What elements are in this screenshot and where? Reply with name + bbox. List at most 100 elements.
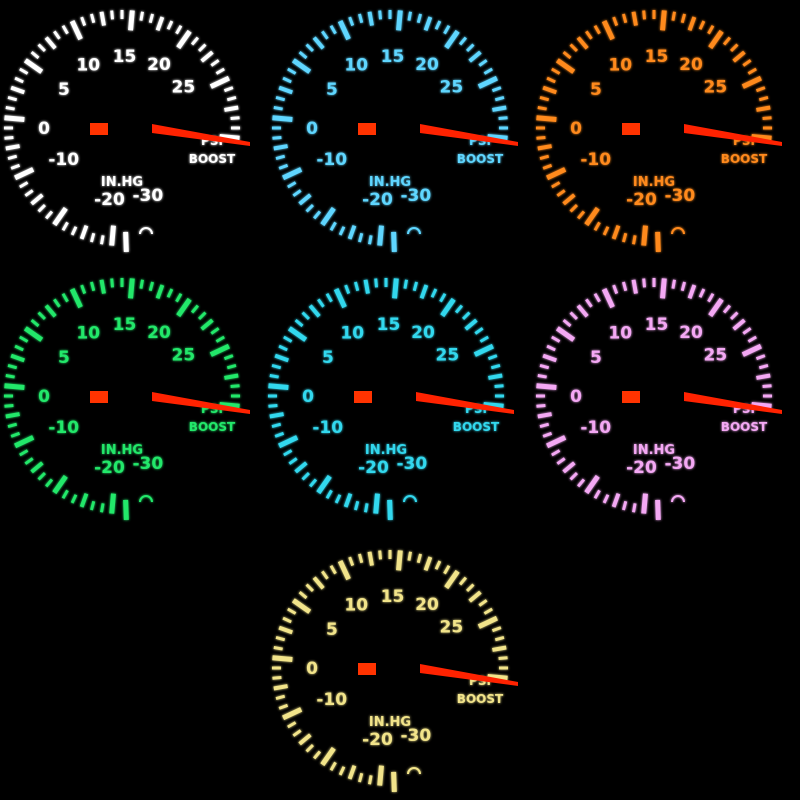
scale-label: 20 — [415, 55, 439, 75]
minor-tick — [7, 154, 18, 160]
scale-label: 25 — [440, 618, 464, 638]
scale-label: 5 — [590, 348, 602, 368]
major-tick — [4, 383, 25, 390]
major-tick — [176, 297, 192, 318]
minor-tick — [90, 13, 96, 24]
minor-tick — [537, 106, 547, 111]
minor-tick — [139, 279, 144, 289]
minor-tick — [313, 210, 322, 220]
major-tick — [708, 297, 724, 318]
major-tick — [660, 278, 667, 299]
minor-tick — [273, 646, 283, 651]
minor-tick — [468, 50, 482, 63]
major-tick — [377, 765, 384, 786]
major-tick — [477, 75, 499, 89]
scale-label: -20 — [362, 730, 393, 750]
minor-tick — [612, 284, 619, 295]
major-tick — [641, 225, 648, 246]
minor-tick — [622, 232, 628, 243]
minor-tick — [70, 494, 78, 504]
major-tick — [337, 559, 351, 581]
minor-tick — [632, 235, 637, 245]
minor-tick — [458, 36, 467, 46]
minor-tick — [354, 500, 360, 511]
minor-tick — [14, 76, 24, 84]
minor-tick — [37, 43, 46, 52]
minor-tick — [680, 13, 686, 24]
minor-tick — [274, 431, 285, 438]
minor-tick — [7, 422, 18, 428]
minor-tick — [19, 67, 29, 75]
minor-tick — [7, 96, 18, 102]
vacuum-unit-label: IN.HG — [101, 443, 143, 458]
minor-tick — [5, 374, 15, 379]
minor-tick — [198, 311, 207, 320]
needle-pivot — [622, 391, 640, 403]
minor-tick — [278, 85, 293, 95]
minor-tick — [434, 20, 442, 30]
minor-tick — [215, 335, 225, 343]
scale-label: 5 — [590, 80, 602, 100]
minor-tick — [308, 304, 321, 318]
minor-tick — [542, 431, 553, 438]
minor-tick — [4, 136, 14, 140]
minor-tick — [5, 144, 20, 151]
minor-tick — [622, 13, 628, 24]
scale-label: 25 — [440, 78, 464, 98]
minor-tick — [747, 67, 757, 75]
major-tick — [555, 58, 576, 74]
major-tick — [545, 435, 567, 449]
minor-tick — [612, 16, 619, 27]
scale-label: 15 — [645, 47, 669, 67]
major-tick — [751, 134, 772, 141]
minor-tick — [468, 590, 482, 603]
minor-tick — [632, 503, 637, 513]
minor-tick — [569, 311, 578, 320]
minor-tick — [5, 106, 15, 111]
major-tick — [109, 225, 116, 246]
minor-tick — [755, 354, 766, 361]
major-tick — [281, 167, 303, 181]
needle-pivot — [358, 123, 376, 135]
minor-tick — [24, 457, 34, 465]
major-tick — [377, 225, 384, 246]
major-tick — [109, 493, 116, 514]
minor-tick — [631, 11, 638, 26]
scale-label: 10 — [608, 55, 632, 75]
major-tick — [601, 19, 615, 41]
minor-tick — [539, 96, 550, 102]
major-tick — [287, 326, 308, 342]
boost-unit-label: BOOST — [457, 692, 504, 706]
major-tick — [555, 326, 576, 342]
minor-tick — [309, 478, 318, 488]
scale-label: -10 — [316, 150, 347, 170]
scale-label: 15 — [381, 47, 405, 67]
indicator-arc-icon — [671, 227, 685, 235]
minor-tick — [273, 144, 288, 151]
scale-label: 0 — [306, 119, 318, 139]
minor-tick — [7, 364, 18, 370]
minor-tick — [269, 412, 284, 419]
major-tick — [751, 402, 772, 409]
major-tick — [320, 206, 336, 227]
minor-tick — [556, 457, 566, 465]
minor-tick — [368, 235, 373, 245]
minor-tick — [175, 293, 183, 303]
scale-label: -30 — [400, 726, 431, 746]
minor-tick — [434, 560, 442, 570]
minor-tick — [537, 374, 547, 379]
minor-tick — [494, 96, 505, 102]
major-tick — [23, 326, 44, 342]
scale-label: -30 — [132, 186, 163, 206]
minor-tick — [321, 30, 329, 40]
minor-tick — [305, 744, 314, 753]
minor-tick — [562, 461, 576, 474]
minor-tick — [602, 226, 610, 236]
minor-tick — [569, 472, 578, 481]
minor-tick — [45, 478, 54, 488]
